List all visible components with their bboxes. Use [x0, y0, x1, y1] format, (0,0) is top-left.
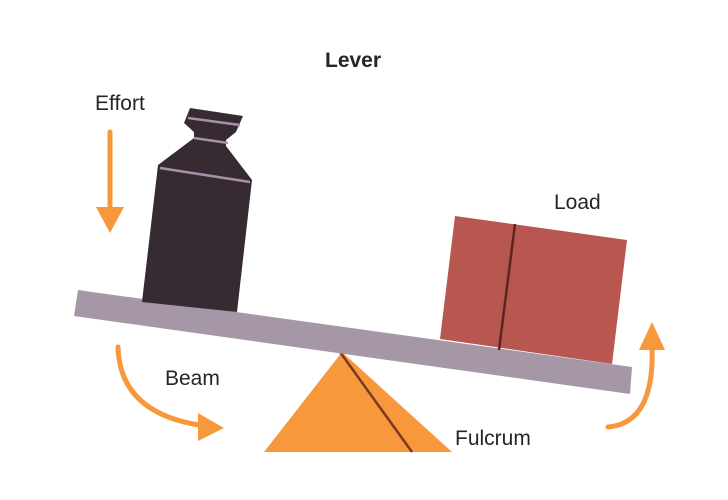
- effort-label: Effort: [95, 92, 145, 115]
- fulcrum-label: Fulcrum: [455, 427, 531, 450]
- load-box: [440, 216, 627, 364]
- load-label: Load: [554, 191, 601, 214]
- beam-label: Beam: [165, 367, 220, 390]
- weight-body: [142, 108, 252, 312]
- fulcrum: [264, 351, 452, 453]
- load-box-seam: [497, 223, 517, 351]
- load-box-body: [440, 216, 627, 364]
- diagram-title: Lever: [325, 49, 382, 72]
- effort-weight: [142, 108, 252, 312]
- fulcrum-edge-line: [338, 351, 414, 453]
- arrow-down-icon: [96, 129, 124, 233]
- weight-band-top: [187, 116, 241, 127]
- beam: [74, 290, 632, 394]
- curved-arrow-up-icon: [605, 322, 665, 430]
- fulcrum-triangle: [264, 352, 452, 452]
- weight-band-middle: [193, 136, 229, 145]
- curved-arrow-right-icon: [115, 344, 224, 441]
- weight-band-bottom: [159, 166, 251, 184]
